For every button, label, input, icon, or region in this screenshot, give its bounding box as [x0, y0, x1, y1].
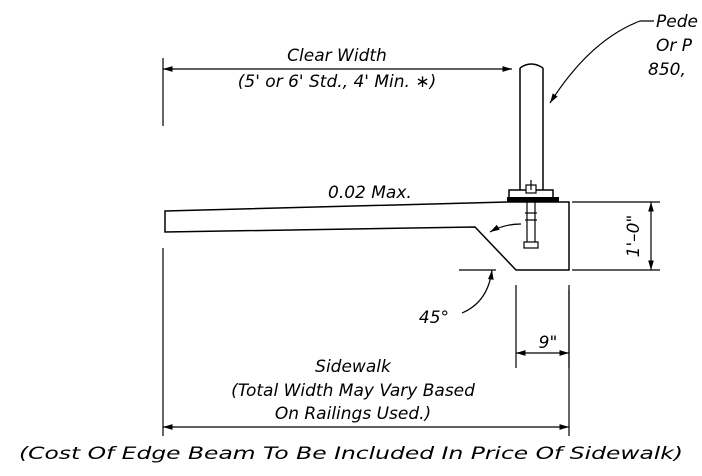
sidewalk-slab	[164, 201, 570, 271]
sidewalk-label: Sidewalk	[315, 357, 392, 377]
height-dimension: 1'–0"	[572, 201, 660, 271]
angle-label: 45°	[419, 308, 449, 328]
clear-width-note: (5' or 6' Std., 4' Min. ∗)	[238, 72, 436, 92]
railing-callout-line-2: Or P	[656, 36, 693, 56]
railing-post	[507, 63, 559, 249]
height-label: 1'–0"	[624, 215, 644, 258]
angle-note: 45°	[419, 269, 496, 328]
clear-width-label: Clear Width	[287, 46, 387, 66]
anchor-callout-arrow	[489, 223, 522, 233]
slope-label: 0.02 Max.	[328, 183, 412, 203]
slope-note: 0.02 Max.	[328, 183, 412, 203]
railing-callout: Pede Or P 850,	[549, 12, 698, 104]
sidewalk-note-line-2: On Railings Used.)	[275, 404, 431, 424]
railing-callout-line-3: 850,	[648, 60, 686, 80]
sidewalk-dimension: Sidewalk (Total Width May Vary Based On …	[162, 248, 570, 436]
cost-note: (Cost Of Edge Beam To Be Included In Pri…	[19, 444, 683, 464]
sidewalk-note-line-1: (Total Width May Vary Based	[231, 381, 475, 401]
offset-label: 9"	[539, 333, 558, 353]
clear-width-dimension: Clear Width (5' or 6' Std., 4' Min. ∗)	[162, 46, 512, 126]
railing-callout-line-1: Pede	[656, 12, 698, 32]
offset-dimension: 9"	[515, 285, 570, 368]
